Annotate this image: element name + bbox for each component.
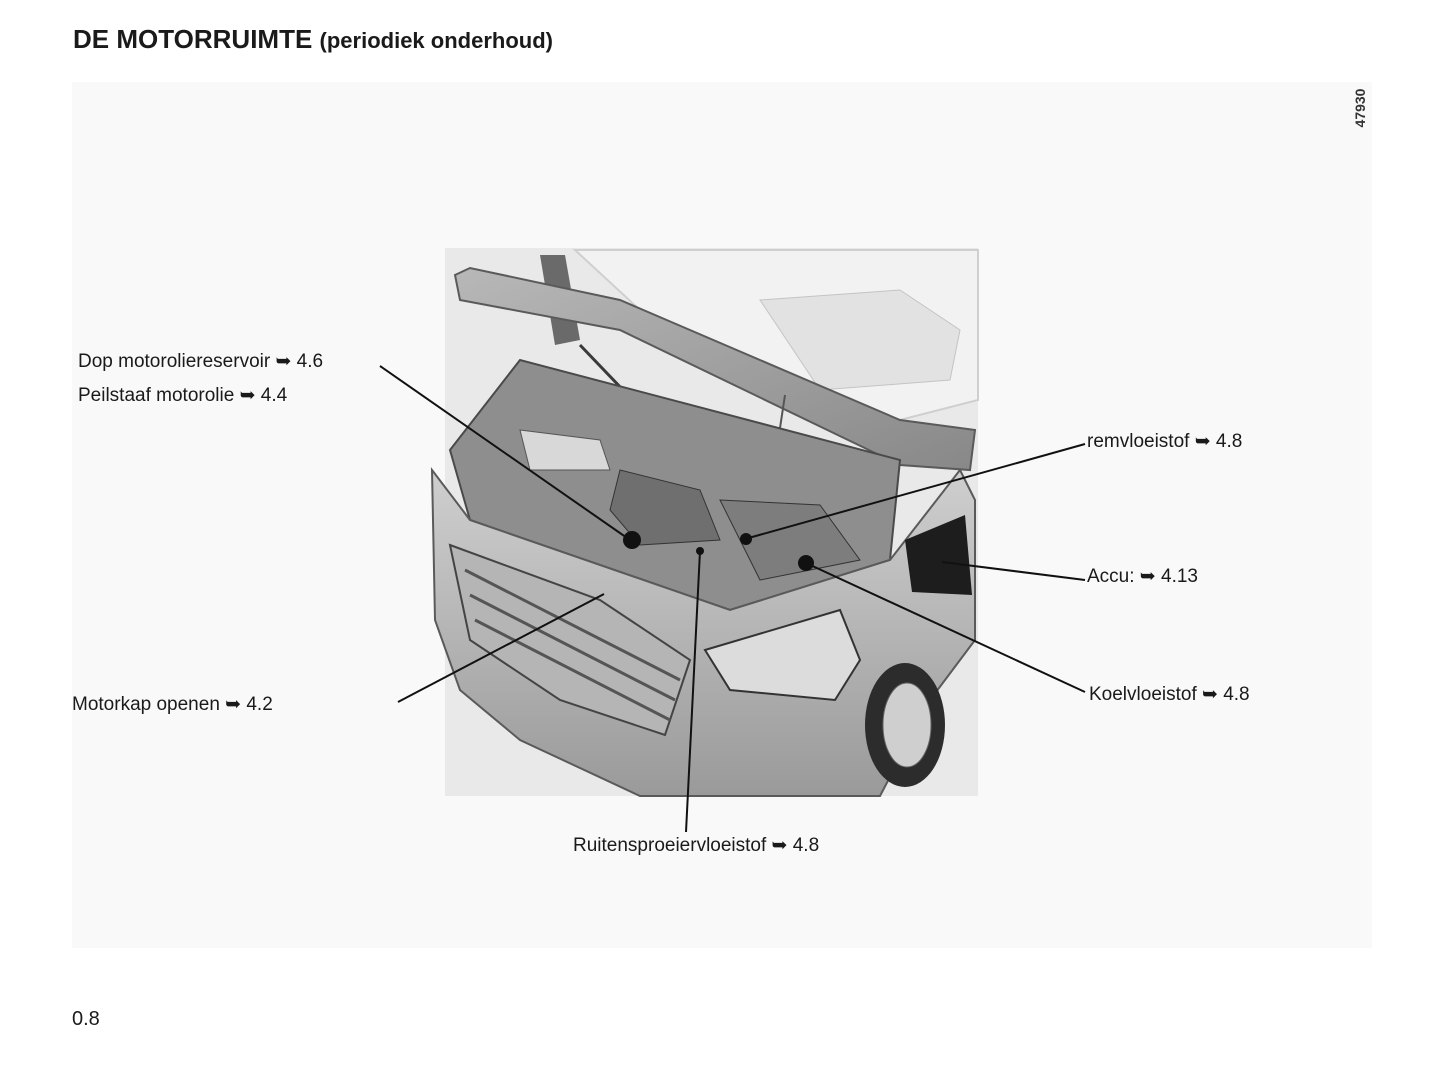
leader-brake: [744, 443, 1086, 540]
title-main: DE MOTORRUIMTE: [73, 24, 313, 54]
front-body: [430, 466, 976, 797]
engine-part: [719, 499, 861, 581]
title-subtitle: (periodiek onderhoud): [319, 28, 553, 53]
leader-coolant: [805, 562, 1086, 693]
bonnet: [453, 266, 977, 472]
page-title: DE MOTORRUIMTE (periodiek onderhoud): [73, 24, 553, 55]
label-coolant: Koelvloeistof ➥ 4.8: [1089, 684, 1250, 705]
leader-oil: [379, 365, 631, 541]
label-battery: Accu: ➥ 4.13: [1087, 566, 1198, 587]
grille-bar: [464, 568, 681, 682]
page-number: 0.8: [72, 1008, 100, 1030]
grille-bar: [474, 618, 671, 722]
reservoir: [519, 429, 611, 471]
label-brake: remvloeistof ➥ 4.8: [1087, 431, 1243, 452]
label-oil-cap: Dop motorolie­reservoir ➥ 4.6: [78, 351, 324, 372]
label-dipstick: Peilstaaf motorolie ➥ 4.4: [78, 385, 288, 406]
leader-bonnet: [397, 593, 605, 703]
engine-block: [609, 469, 721, 546]
grille-bar: [469, 593, 676, 702]
seat-shape: [759, 289, 961, 391]
label-washer: Ruitensproeiervloeistof ➥ 4.8: [573, 835, 820, 856]
headlight: [703, 608, 862, 702]
leader-battery: [941, 561, 1086, 581]
oil-cap: [623, 531, 641, 549]
leader-lines: [379, 365, 1086, 833]
battery-cover: [905, 515, 972, 595]
rim: [882, 682, 932, 768]
leader-washer: [685, 550, 701, 833]
label-bonnet: Motorkap openen ➥ 4.2: [72, 694, 273, 715]
